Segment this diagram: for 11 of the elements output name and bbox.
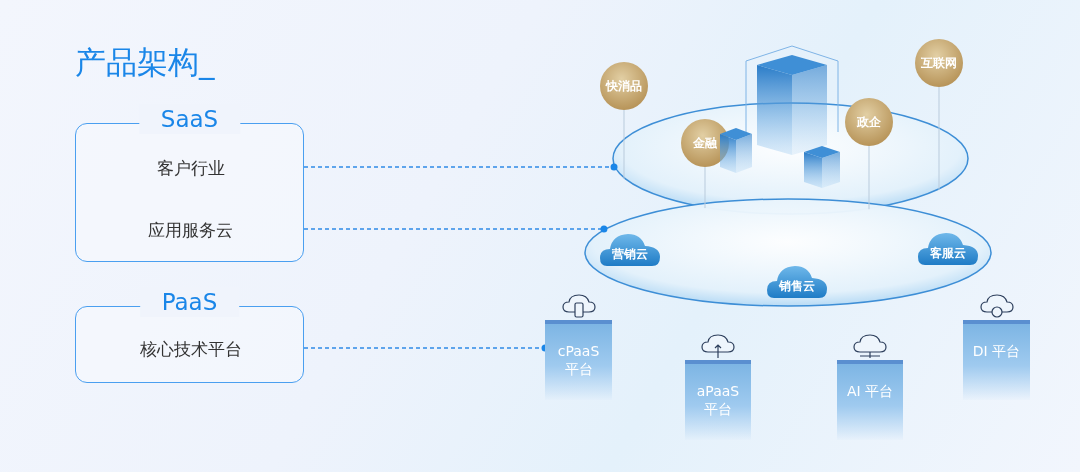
platform-pillar: aPaaS 平台 [685, 360, 751, 440]
platform-pillar: DI 平台 [963, 320, 1030, 400]
platform-disc [584, 198, 992, 307]
dashed-connector [303, 225, 608, 233]
item-label: 核心技术平台 [76, 332, 305, 366]
platform-pillar: AI 平台 [837, 360, 903, 440]
platform-pillar: cPaaS 平台 [545, 320, 612, 400]
item-label: 客户行业 [76, 151, 305, 185]
item-label: 应用服务云 [76, 213, 305, 247]
title: 产品架构_ [75, 43, 215, 82]
dashed-connector [303, 163, 618, 171]
